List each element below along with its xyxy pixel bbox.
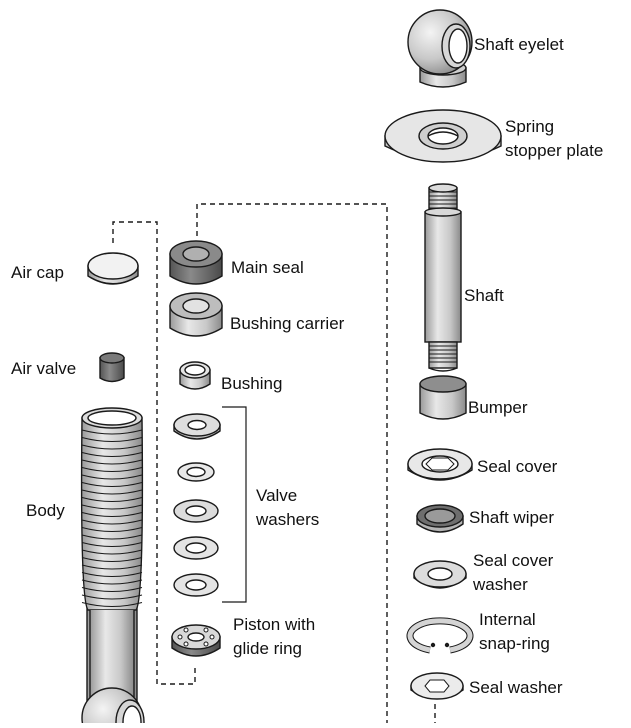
bumper [420, 376, 466, 419]
label-spring-stopper-plate-line2: stopper plate [505, 140, 603, 161]
label-seal-cover-washer-line2: washer [473, 574, 528, 595]
label-internal-snap-ring-line2: snap-ring [479, 633, 550, 654]
internal-snap-ring [410, 621, 470, 650]
label-body: Body [26, 500, 65, 521]
valve-washer-4 [174, 537, 218, 559]
piston-with-glide-ring [172, 625, 220, 656]
label-air-cap: Air cap [11, 262, 64, 283]
label-shaft-eyelet: Shaft eyelet [474, 34, 564, 55]
seal-cover [408, 449, 472, 480]
label-seal-washer: Seal washer [469, 677, 563, 698]
main-seal [170, 241, 222, 284]
bushing [180, 362, 210, 389]
valve-washer-2 [178, 463, 214, 481]
air-cap [88, 253, 138, 284]
shaft-wiper [417, 505, 463, 532]
valve-washer-1 [174, 414, 220, 439]
label-seal-cover: Seal cover [477, 456, 557, 477]
shaft [425, 184, 461, 371]
body [82, 408, 144, 723]
valve-washer-3 [174, 500, 218, 522]
valve-washers-bracket [222, 407, 246, 602]
label-main-seal: Main seal [231, 257, 304, 278]
label-shaft-wiper: Shaft wiper [469, 507, 554, 528]
label-seal-cover-washer-line1: Seal cover [473, 550, 553, 571]
label-valve-washers-line2: washers [256, 509, 319, 530]
seal-washer [411, 673, 463, 699]
label-bushing-carrier: Bushing carrier [230, 313, 344, 334]
label-piston-with-glide-ring-line1: Piston with [233, 614, 315, 635]
label-air-valve: Air valve [11, 358, 76, 379]
label-bumper: Bumper [468, 397, 528, 418]
label-spring-stopper-plate-line1: Spring [505, 116, 554, 137]
label-valve-washers-line1: Valve [256, 485, 297, 506]
air-valve [100, 353, 124, 382]
valve-washer-5 [174, 574, 218, 596]
label-bushing: Bushing [221, 373, 282, 394]
spring-stopper-plate [385, 110, 501, 162]
label-internal-snap-ring-line1: Internal [479, 609, 536, 630]
seal-cover-washer [414, 561, 466, 588]
bushing-carrier [170, 293, 222, 336]
label-shaft: Shaft [464, 285, 504, 306]
label-piston-with-glide-ring-line2: glide ring [233, 638, 302, 659]
shaft-eyelet [408, 10, 472, 87]
